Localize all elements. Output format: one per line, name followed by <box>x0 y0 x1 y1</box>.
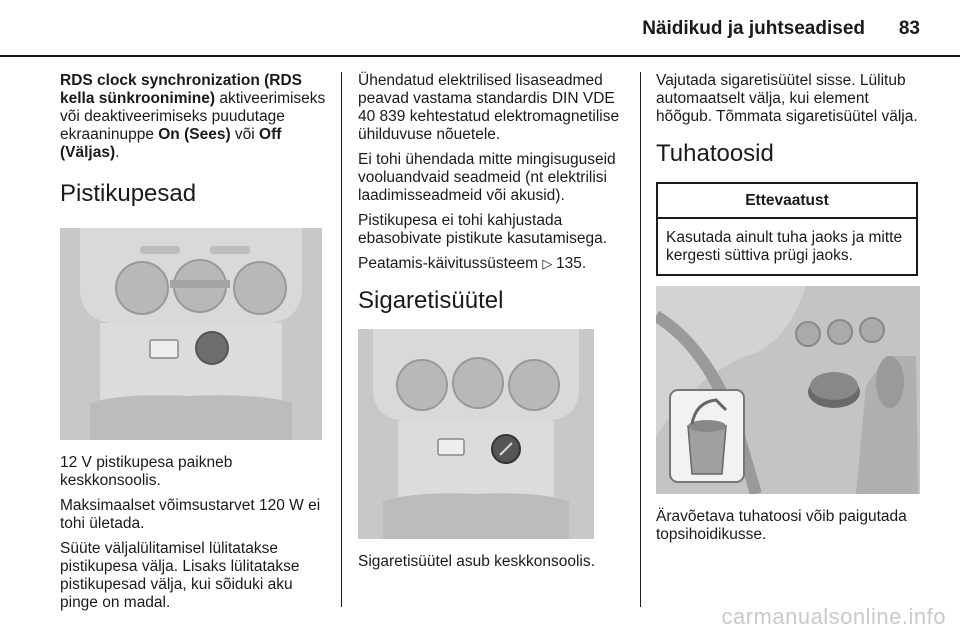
rds-text: aktiveerimiseks või deaktiveerimiseks pu… <box>60 90 326 143</box>
column-2: Ühendatud elektrilised lisaseadmed peava… <box>358 72 626 578</box>
no-power-devices-text: Ei tohi ühendada mitte mingisuguseid voo… <box>358 151 616 204</box>
page-number: 83 <box>898 18 920 39</box>
column-divider-1 <box>341 72 342 607</box>
outlet-location-text: 12 V pistikupesa paikneb keskkonsoolis. <box>60 454 233 489</box>
header-rule <box>0 55 960 57</box>
unsuitable-plugs-text: Pistikupesa ei tohi kahjustada ebasobiva… <box>358 212 608 247</box>
caution-title: Ettevaatust <box>658 184 916 219</box>
caution-text: Kasutada ainult tuha jaoks ja mitte kerg… <box>666 229 903 264</box>
watermark: carmanualsonline.info <box>721 604 946 629</box>
column-3: Vajutada sigaretisüütel sisse. Lülitub a… <box>656 72 920 551</box>
page-header: Näidikud ja juhtseadised 83 <box>600 18 920 44</box>
rds-setting-name: RDS clock synchronization (RDS kella sün… <box>60 72 303 107</box>
rds-or-text: või <box>230 126 260 143</box>
column-divider-2 <box>640 72 641 607</box>
lighter-usage-text: Vajutada sigaretisüütel sisse. Lülitub a… <box>656 72 918 125</box>
ashtray-image <box>656 286 920 494</box>
ashtray-caption: Äravõetava tuhatoosi võib paigutada tops… <box>656 508 907 543</box>
column-1: RDS clock synchronization (RDS kella sün… <box>60 72 328 619</box>
stop-start-label: Peatamis-käivitussüsteem <box>358 255 543 272</box>
cigarette-lighter-image <box>358 329 594 539</box>
rds-paragraph: RDS clock synchronization (RDS kella sün… <box>60 72 328 162</box>
lighter-caption: Sigaretisüütel asub keskkonsoolis. <box>358 553 595 570</box>
page-title: Näidikud ja juhtseadised <box>642 18 865 39</box>
page-ref-arrow-icon: ▷ <box>542 256 556 271</box>
emc-standard-text: Ühendatud elektrilised lisaseadmed peava… <box>358 72 620 143</box>
heading-cigarette-lighter: Sigaretisüütel <box>358 287 504 314</box>
caution-box: Ettevaatust Kasutada ainult tuha jaoks j… <box>656 182 918 276</box>
rds-off-option: Off (Väljas) <box>60 126 282 161</box>
heading-power-outlets: Pistikupesad <box>60 180 197 207</box>
rds-end: . <box>115 144 120 161</box>
power-outlet-image <box>60 228 322 440</box>
heading-ashtrays: Tuhatoosid <box>656 140 774 167</box>
outlet-max-power-text: Maksimaalset võimsustarvet 120 W ei tohi… <box>60 497 321 532</box>
outlet-ignition-text: Süüte väljalülitamisel lülitatakse pisti… <box>60 540 300 611</box>
rds-on-option: On (Sees) <box>158 126 231 143</box>
stop-start-reference: Peatamis-käivitussüsteem ▷ 135. <box>358 255 626 273</box>
page-ref-number: 135. <box>555 255 587 272</box>
